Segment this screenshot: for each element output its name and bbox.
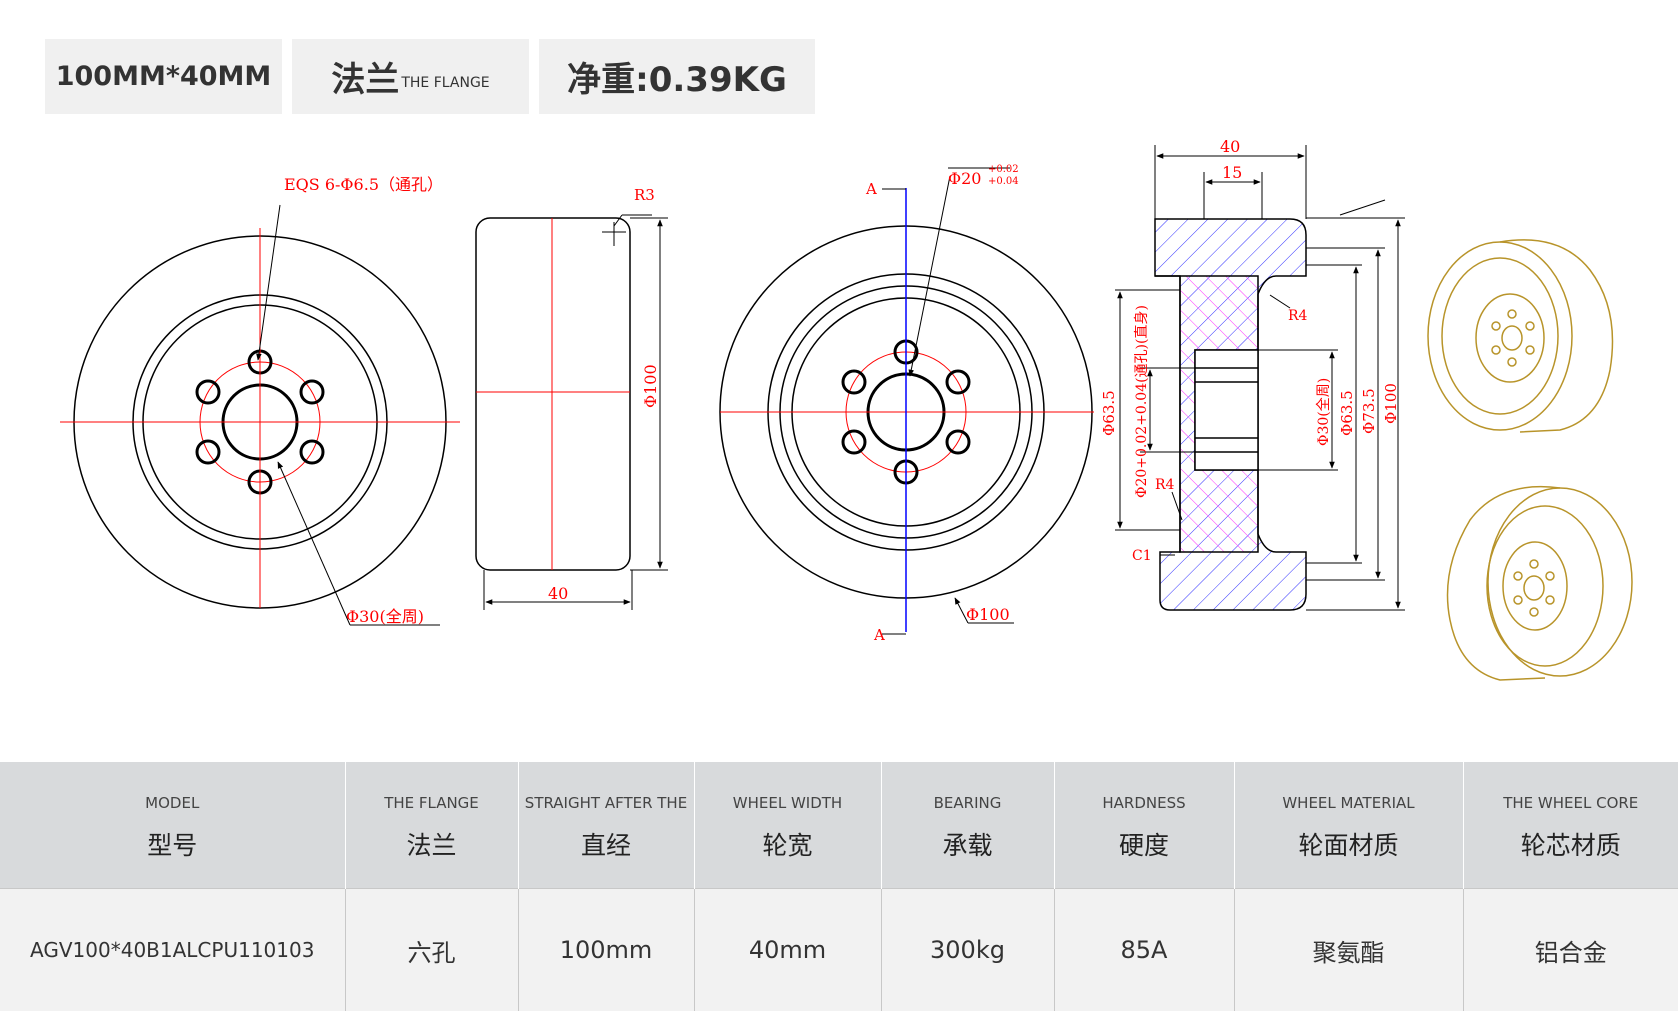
phi20-label: Φ20 (948, 169, 981, 188)
cell-width: 40mm (694, 889, 881, 1011)
cell-model: AGV100*40B1ALCPU110103 (0, 889, 345, 1011)
width-40-label: 40 (548, 584, 568, 603)
section-view (1155, 219, 1306, 610)
table-row: AGV100*40B1ALCPU110103 六孔 100mm 40mm 300… (0, 889, 1678, 1011)
technical-drawing: EQS 6-Φ6.5（通孔） Φ30(全周) R3 Φ100 40 (0, 120, 1678, 720)
phi63-right-label: Φ63.5 (1338, 390, 1356, 436)
size-tag: 100MM*40MM (45, 39, 282, 114)
phi63-left-label: Φ63.5 (1100, 390, 1118, 436)
phi30-label: Φ30(全周) (346, 607, 424, 626)
phi100-side-label: Φ100 (641, 364, 660, 408)
flange-en: THE FLANGE (401, 75, 489, 91)
tol-up-label: +0.02 (988, 164, 1019, 175)
c1-label: C1 (1132, 548, 1152, 564)
front-view-right (720, 168, 1094, 634)
eqs-label: EQS 6-Φ6.5（通孔） (284, 175, 443, 194)
wheel-render-bottom (1448, 487, 1633, 680)
phi100-sec-label: Φ100 (1382, 383, 1400, 424)
side-view (476, 215, 668, 610)
phi30-sec-label: Φ30(全周) (1315, 378, 1332, 446)
cell-bearing: 300kg (881, 889, 1054, 1011)
cell-wheel-core: 铝合金 (1463, 889, 1678, 1011)
flange-zh: 法兰 (331, 52, 399, 101)
cell-flange: 六孔 (345, 889, 518, 1011)
weight-tag: 净重:0.39KG (539, 39, 815, 114)
sec-40-label: 40 (1220, 137, 1240, 156)
r3-label: R3 (634, 186, 655, 204)
size-text: 100MM*40MM (56, 61, 272, 92)
phi20-bore-label: Φ20+0.02+0.04(通孔)(直身) (1133, 305, 1150, 498)
phi100-front-label: Φ100 (966, 605, 1010, 624)
sec-15-label: 15 (1222, 163, 1242, 182)
section-a-top: A (865, 180, 877, 198)
phi73-label: Φ73.5 (1360, 388, 1378, 434)
front-view-left (60, 205, 460, 625)
r4-bottom-label: R4 (1155, 477, 1175, 493)
r4-top-label: R4 (1288, 308, 1308, 324)
cell-wheel-material: 聚氨酯 (1234, 889, 1463, 1011)
cell-hardness: 85A (1054, 889, 1234, 1011)
tol-dn-label: +0.04 (988, 176, 1019, 187)
wheel-render-top (1428, 240, 1613, 432)
section-a-bottom: A (873, 626, 885, 644)
weight-text: 净重:0.39KG (567, 52, 787, 101)
cell-diameter: 100mm (518, 889, 694, 1011)
